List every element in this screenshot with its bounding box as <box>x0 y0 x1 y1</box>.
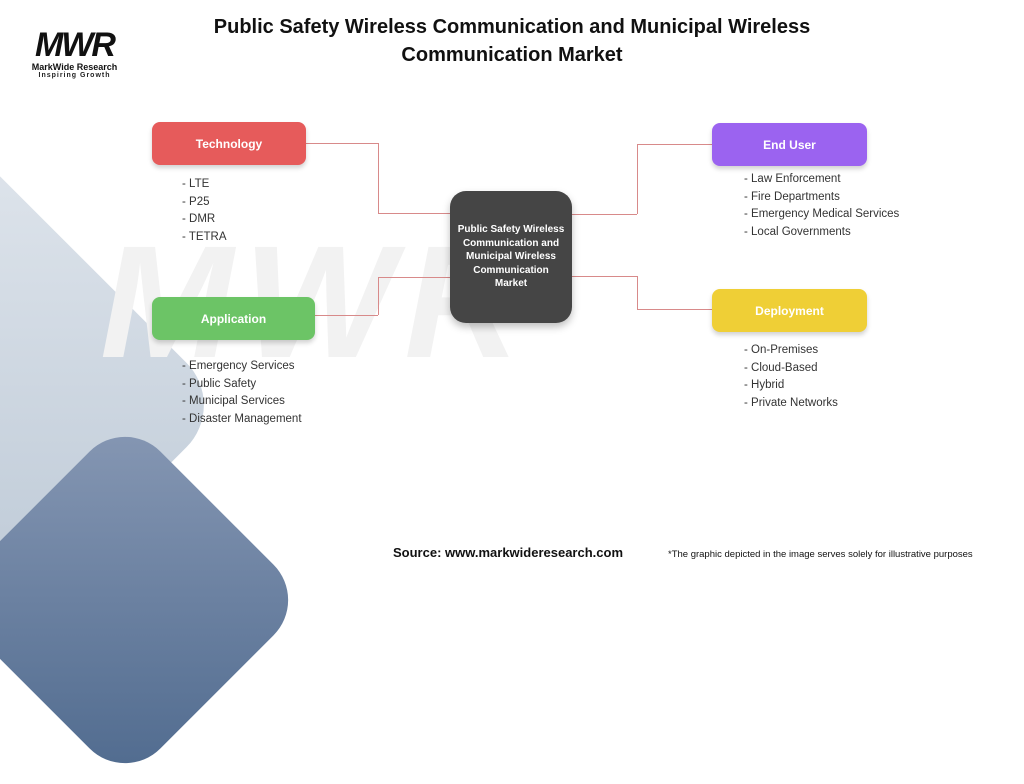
source-text: Source: www.markwideresearch.com <box>393 545 624 560</box>
connector-end-user-h2 <box>637 144 712 145</box>
logo-tagline: Inspiring Growth <box>38 72 111 79</box>
node-deployment: Deployment <box>712 289 867 332</box>
list-item: - Emergency Services <box>182 360 295 372</box>
connector-end-user-v <box>637 144 638 214</box>
list-item: - Cloud-Based <box>744 361 818 374</box>
deployment-list: - On-Premises - Cloud-Based - Hybrid - P… <box>744 342 838 412</box>
list-item: - Public Safety <box>182 377 257 390</box>
list-item: - TETRA <box>182 230 227 243</box>
node-technology: Technology <box>152 122 306 165</box>
logo-mark: MWR <box>35 26 116 64</box>
connector-end-user <box>572 214 637 215</box>
connector-application <box>315 315 378 316</box>
list-item: - Fire Departments <box>744 190 840 203</box>
center-node: Public Safety Wireless Communication and… <box>450 191 572 323</box>
connector-deployment-h2 <box>637 309 712 310</box>
list-item: - Municipal Services <box>182 395 285 407</box>
connector-deployment-v <box>637 276 638 309</box>
connector-application-v <box>378 277 379 315</box>
list-item: - Local Governments <box>744 225 851 238</box>
list-item: - P25 <box>182 195 210 208</box>
list-item: - Hybrid <box>744 379 785 391</box>
disclaimer-text: *The graphic depicted in the image serve… <box>668 549 973 560</box>
connector-technology-v <box>378 143 379 213</box>
connector-technology <box>306 143 378 144</box>
page-title: Public Safety Wireless Communication and… <box>213 16 811 66</box>
list-item: - DMR <box>182 213 216 225</box>
end-user-list: - Law Enforcement - Fire Departments - E… <box>744 171 899 241</box>
list-item: - Emergency Medical Services <box>744 208 900 220</box>
node-end-user: End User <box>712 123 867 166</box>
connector-deployment <box>572 276 637 277</box>
application-list: - Emergency Services - Public Safety - M… <box>182 358 302 428</box>
technology-list: - LTE - P25 - DMR - TETRA <box>182 176 227 246</box>
list-item: - On-Premises <box>744 344 819 356</box>
list-item: - Law Enforcement <box>744 173 841 185</box>
list-item: - Disaster Management <box>182 412 302 425</box>
list-item: - LTE <box>182 178 210 190</box>
logo-name: MarkWide Research <box>31 62 118 72</box>
list-item: - Private Networks <box>744 396 838 409</box>
connector-application-h2 <box>378 277 450 278</box>
logo: MWR MarkWide Research Inspiring Growth <box>22 28 127 79</box>
connector-technology-h2 <box>378 213 450 214</box>
node-application: Application <box>152 297 315 340</box>
